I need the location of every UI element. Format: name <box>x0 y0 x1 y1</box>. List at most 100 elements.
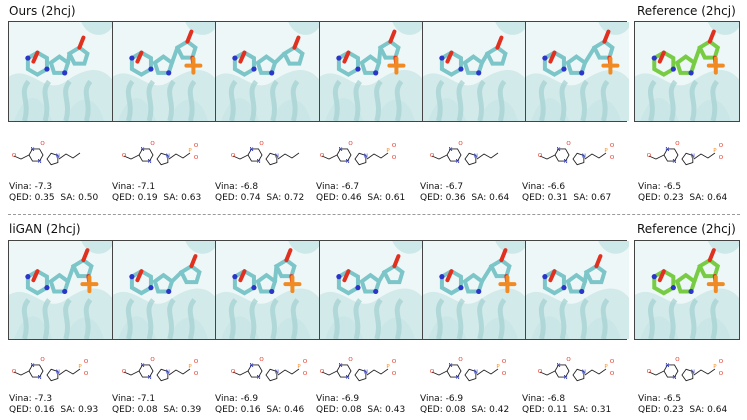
protein-helix <box>146 79 156 121</box>
docking-pose-render <box>422 241 526 339</box>
protein-helix <box>291 298 300 339</box>
pose-cell <box>215 241 320 339</box>
vina-score: Vina: -6.5 <box>638 182 682 192</box>
ours-reference-title: Reference (2hcj) <box>637 4 736 18</box>
docking-pose-render <box>216 22 320 121</box>
svg-text:N: N <box>140 363 144 369</box>
svg-text:O: O <box>392 371 397 377</box>
protein-helix <box>668 298 678 340</box>
protein-helix <box>83 298 93 339</box>
qed-sa-scores: QED: 0.36 SA: 0.64 <box>420 193 509 204</box>
protein-helix <box>648 298 657 340</box>
svg-text:N: N <box>256 375 260 381</box>
docking-pose-render <box>9 22 113 121</box>
svg-text:O: O <box>538 153 543 159</box>
sa-score: SA: 0.63 <box>163 193 202 203</box>
svg-text:N: N <box>275 369 279 375</box>
protein-helix <box>229 298 238 339</box>
protein-helix <box>559 79 568 121</box>
protein-helix <box>648 79 657 122</box>
svg-text:P: P <box>604 148 608 154</box>
svg-text:N: N <box>30 147 34 153</box>
svg-text:N: N <box>345 159 349 165</box>
svg-text:O: O <box>348 357 353 363</box>
ligand-sticks <box>232 35 306 77</box>
protein-helix <box>435 79 445 121</box>
svg-text:O: O <box>194 143 199 149</box>
vina-score: Vina: -7.1 <box>112 182 156 192</box>
svg-text:N: N <box>665 363 669 369</box>
protein-helix <box>353 298 362 339</box>
svg-text:O: O <box>610 371 615 377</box>
svg-text:O: O <box>502 371 507 377</box>
svg-text:O: O <box>194 155 199 161</box>
svg-text:N: N <box>338 363 342 369</box>
ligand-sticks <box>542 254 607 296</box>
protein-helix <box>126 79 135 121</box>
protein-helix <box>332 298 342 339</box>
protein-helix <box>270 298 280 339</box>
pose-cell <box>9 241 113 339</box>
svg-text:O: O <box>122 369 127 375</box>
protein-helix <box>146 298 156 339</box>
vina-score: Vina: -6.8 <box>522 394 566 404</box>
svg-text:N: N <box>364 369 368 375</box>
protein-helix <box>456 298 465 339</box>
svg-text:O: O <box>610 155 615 161</box>
svg-text:O: O <box>647 369 652 375</box>
docking-pose-render <box>113 22 217 121</box>
protein-helix <box>689 298 699 340</box>
svg-text:N: N <box>455 375 459 381</box>
ligand-sticks <box>651 248 725 296</box>
protein-helix <box>559 298 568 339</box>
svg-text:O: O <box>675 357 680 363</box>
protein-surface <box>185 241 217 254</box>
sa-score: SA: 0.93 <box>60 405 99 415</box>
qed-score: QED: 0.08 <box>420 405 466 415</box>
ours-section-title: Ours (2hcj) <box>9 4 76 18</box>
svg-text:O: O <box>538 369 543 375</box>
svg-text:P: P <box>604 364 608 370</box>
protein-helix <box>394 298 403 339</box>
svg-text:N: N <box>582 369 586 375</box>
protein-surface <box>479 99 518 121</box>
qed-sa-scores: QED: 0.08 SA: 0.42 <box>420 405 509 416</box>
protein-helix <box>63 298 72 339</box>
svg-text:N: N <box>345 375 349 381</box>
svg-text:O: O <box>40 357 45 363</box>
svg-text:N: N <box>249 147 253 153</box>
protein-helix <box>497 298 507 339</box>
protein-surface <box>273 317 312 339</box>
qed-score: QED: 0.23 <box>638 193 684 203</box>
qed-score: QED: 0.16 <box>215 405 261 415</box>
svg-text:N: N <box>556 147 560 153</box>
docking-pose-render <box>525 22 629 121</box>
protein-helix <box>42 79 52 121</box>
vina-score: Vina: -7.3 <box>9 182 53 192</box>
svg-text:O: O <box>84 371 89 377</box>
docking-pose-render <box>9 241 113 339</box>
docking-pose-render <box>635 22 739 122</box>
protein-surface <box>169 317 209 339</box>
svg-text:O: O <box>719 155 724 161</box>
protein-helix <box>497 79 507 121</box>
protein-surface <box>81 22 113 35</box>
protein-helix <box>63 79 72 121</box>
protein-helix <box>668 79 678 122</box>
sa-score: SA: 0.64 <box>689 405 728 415</box>
protein-helix <box>126 298 135 339</box>
svg-text:O: O <box>610 359 615 365</box>
